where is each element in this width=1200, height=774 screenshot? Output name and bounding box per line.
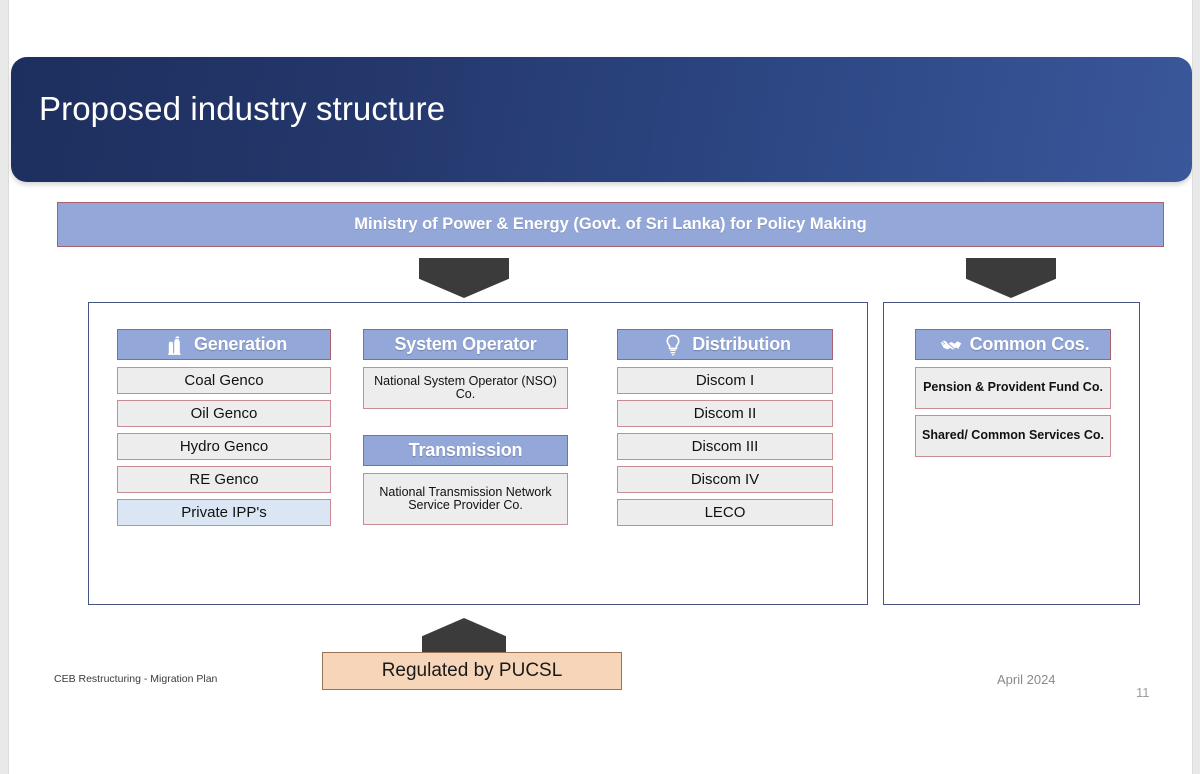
arrow-up-icon-regulator [422,618,506,656]
ministry-bar: Ministry of Power & Energy (Govt. of Sri… [57,202,1164,247]
arrow-down-icon-main [419,258,509,298]
regulator-label: Regulated by PUCSL [381,660,563,681]
list-item[interactable]: Discom I [617,367,833,394]
title-banner: Proposed industry structure [11,57,1192,182]
common-companies-panel: Common Cos. Pension & Provident Fund Co.… [883,302,1140,605]
list-item[interactable]: Pension & Provident Fund Co. [915,367,1111,409]
column-system-operator: System Operator National System Operator… [363,329,568,531]
list-item[interactable]: Oil Genco [117,400,331,427]
ministry-bar-label: Ministry of Power & Energy (Govt. of Sri… [354,215,867,233]
column-header-label: Generation [193,334,288,354]
list-item[interactable]: Coal Genco [117,367,331,394]
list-item[interactable]: Discom III [617,433,833,460]
column-distribution: Distribution Discom I Discom II Discom I… [617,329,833,532]
page-title: Proposed industry structure [39,90,446,127]
column-header-label: System Operator [394,334,537,354]
list-item[interactable]: National Transmission Network Service Pr… [363,473,568,525]
column-header-label: Transmission [408,440,523,460]
page-number: 11 [1136,685,1150,700]
regulator-box: Regulated by PUCSL [322,652,622,690]
list-item[interactable]: Discom IV [617,466,833,493]
footer-left-label: CEB Restructuring - Migration Plan [54,673,218,685]
column-generation: Generation Coal Genco Oil Genco Hydro Ge… [117,329,331,532]
footer-date-label: April 2024 [997,672,1056,687]
list-item[interactable]: Shared/ Common Services Co. [915,415,1111,457]
column-header-label: Common Cos. [969,334,1090,354]
column-header-common-cos: Common Cos. [915,329,1111,360]
column-header-distribution: Distribution [617,329,833,360]
list-item[interactable]: National System Operator (NSO) Co. [363,367,568,409]
arrow-down-icon-common [966,258,1056,298]
list-item[interactable]: Discom II [617,400,833,427]
list-item[interactable]: Private IPP's [117,499,331,526]
column-common-cos: Common Cos. Pension & Provident Fund Co.… [915,329,1111,463]
column-header-label: Distribution [692,334,791,354]
list-item[interactable]: LECO [617,499,833,526]
slide-canvas: Proposed industry structure Ministry of … [8,0,1193,774]
list-item[interactable]: RE Genco [117,466,331,493]
column-header-system-operator: System Operator [363,329,568,360]
power-plant-icon [168,335,181,355]
main-structure-panel: Generation Coal Genco Oil Genco Hydro Ge… [88,302,868,605]
list-item[interactable]: Hydro Genco [117,433,331,460]
column-header-transmission: Transmission [363,435,568,466]
handshake-icon [940,339,961,350]
lightbulb-icon [666,334,680,355]
column-header-generation: Generation [117,329,331,360]
